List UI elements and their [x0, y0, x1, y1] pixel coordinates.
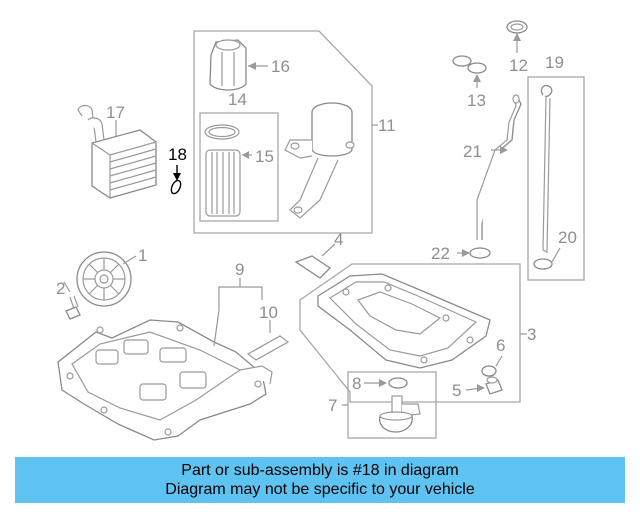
- filter-element-15: [204, 124, 241, 217]
- filter-housing-11: [284, 102, 355, 219]
- gasket-10: [246, 335, 290, 361]
- callout-6: 6: [496, 336, 505, 355]
- callout-13: 13: [467, 91, 486, 110]
- group-frame-19: [527, 76, 585, 281]
- callout-20: 20: [558, 228, 577, 247]
- callout-10: 10: [259, 303, 278, 322]
- callout-4: 4: [334, 230, 343, 249]
- callout-12: 12: [509, 56, 528, 75]
- callout-16: 16: [271, 57, 290, 76]
- pulley-1: [76, 251, 132, 307]
- group-frame-11: [193, 30, 373, 234]
- banner-line-2: Diagram may not be specific to your vehi…: [165, 481, 475, 498]
- filter-cap-16: [209, 39, 247, 91]
- callout-3: 3: [527, 325, 536, 344]
- callout-9: 9: [235, 260, 244, 279]
- callout-2: 2: [56, 279, 65, 298]
- oil-pan-3: [317, 273, 491, 369]
- callout-1: 1: [138, 246, 147, 265]
- banner-line-1: Part or sub-assembly is #18 in diagram: [181, 462, 459, 479]
- callout-11: 11: [378, 116, 396, 135]
- oil-cooler-17: [77, 104, 157, 199]
- callout-5: 5: [452, 381, 461, 400]
- callout-7: 7: [328, 396, 337, 415]
- seal-20: [533, 258, 553, 270]
- callout-22: 22: [431, 244, 450, 263]
- callout-19: 19: [545, 53, 564, 72]
- oil-level-sensor-8: [379, 377, 421, 433]
- seal-12: [506, 20, 528, 34]
- info-banner: Part or sub-assembly is #18 in diagram D…: [15, 457, 625, 503]
- oil-pan-upper-9: [57, 319, 273, 441]
- gasket-4: [294, 255, 332, 279]
- drain-plug-5: [485, 376, 503, 395]
- callout-8: 8: [352, 374, 361, 393]
- dipstick-tube-21: [476, 94, 522, 240]
- parts-diagram: 11 16 14 15: [56, 20, 585, 441]
- callout-21: 21: [463, 142, 482, 161]
- callout-17: 17: [106, 103, 125, 122]
- callout-18: 18: [168, 145, 187, 164]
- seal-22: [469, 247, 491, 259]
- seals-13: [452, 55, 487, 74]
- callout-14: 14: [228, 90, 247, 109]
- dipstick-19: [540, 84, 553, 253]
- bolt-2: [65, 295, 81, 320]
- group-frame-14: [199, 112, 279, 222]
- o-ring-18: [170, 179, 182, 195]
- group-frame-3: [299, 263, 521, 403]
- callout-15: 15: [255, 147, 274, 166]
- washer-6: [481, 365, 497, 377]
